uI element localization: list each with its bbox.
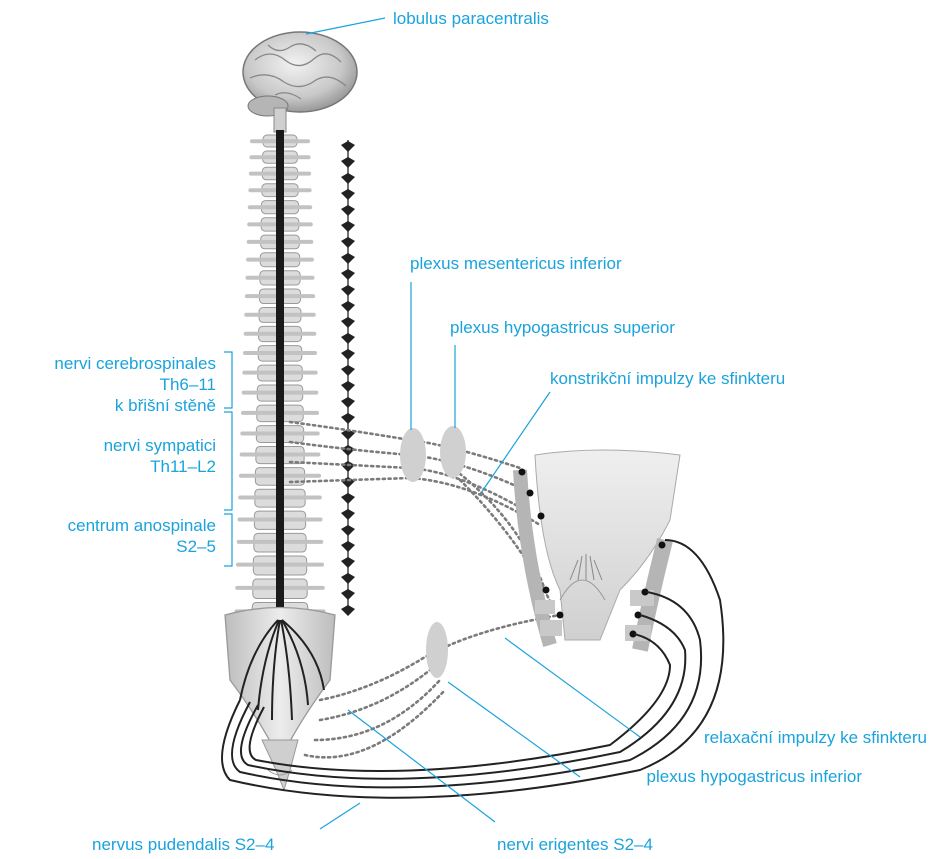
sympathetic-ganglion (341, 525, 355, 536)
sympathetic-ganglion (341, 221, 355, 232)
plexus-mesentericus-inferior (400, 428, 426, 482)
sympathetic-ganglion (341, 349, 355, 360)
sympathetic-ganglion (341, 365, 355, 376)
sympathetic-ganglion (341, 605, 355, 616)
sympathetic-ganglion (341, 509, 355, 520)
sympathetic-ganglion (341, 173, 355, 184)
plexus-hypogastricus-superior (440, 426, 466, 478)
sympathetic-ganglion (341, 205, 355, 216)
label-konstrikcni-impulzy: konstrikční impulzy ke sfinkteru (550, 369, 785, 388)
sympathetic-ganglion (341, 589, 355, 600)
sympathetic-ganglion (341, 493, 355, 504)
sympathetic-ganglion (341, 285, 355, 296)
sympathetic-ganglion (341, 461, 355, 472)
label-nervi-cerebrospinales-segment: Th6–11 (160, 375, 216, 394)
sympathetic-ganglion (341, 333, 355, 344)
label-nervi-erigentes: nervi erigentes S2–4 (497, 835, 653, 854)
label-centrum-anospinale-segment: S2–5 (176, 537, 216, 556)
label-relaxacni-impulzy: relaxační impulzy ke sfinkteru (704, 728, 927, 747)
sympathetic-ganglion (341, 541, 355, 552)
sympathetic-ganglion (341, 141, 355, 152)
label-nervi-sympatici: nervi sympatici (104, 436, 216, 455)
label-plexus-mesentericus-inferior: plexus mesentericus inferior (410, 254, 622, 273)
brain (243, 32, 357, 132)
label-nervi-cerebrospinales: nervi cerebrospinales (54, 354, 216, 373)
label-nervi-cerebrospinales-target: k břišní stěně (115, 396, 216, 415)
sympathetic-ganglion (341, 269, 355, 280)
plexus-hypogastricus-inferior (426, 622, 448, 678)
sympathetic-ganglion (341, 317, 355, 328)
sympathetic-ganglion (341, 253, 355, 264)
sacrum (225, 608, 335, 791)
sympathetic-ganglion (341, 573, 355, 584)
sympathetic-ganglion (341, 557, 355, 568)
label-brackets (224, 352, 232, 566)
sympathetic-ganglion (341, 413, 355, 424)
sympathetic-ganglion (341, 189, 355, 200)
sympathetic-ganglion (341, 301, 355, 312)
sympathetic-ganglion (341, 397, 355, 408)
spinal-cord (276, 130, 284, 690)
label-plexus-hypogastricus-superior: plexus hypogastricus superior (450, 318, 675, 337)
sympathetic-trunk (341, 140, 355, 616)
label-plexus-hypogastricus-inferior: plexus hypogastricus inferior (647, 767, 863, 786)
sympathetic-ganglion (341, 381, 355, 392)
label-nervus-pudendalis: nervus pudendalis S2–4 (92, 835, 274, 854)
sympathetic-ganglion (341, 157, 355, 168)
sympathetic-ganglion (341, 477, 355, 488)
sympathetic-ganglion (341, 237, 355, 248)
label-nervi-sympatici-segment: Th11–L2 (150, 457, 216, 476)
leader-lines (306, 18, 640, 829)
label-lobulus-paracentralis: lobulus paracentralis (393, 9, 549, 28)
label-centrum-anospinale: centrum anospinale (68, 516, 216, 535)
